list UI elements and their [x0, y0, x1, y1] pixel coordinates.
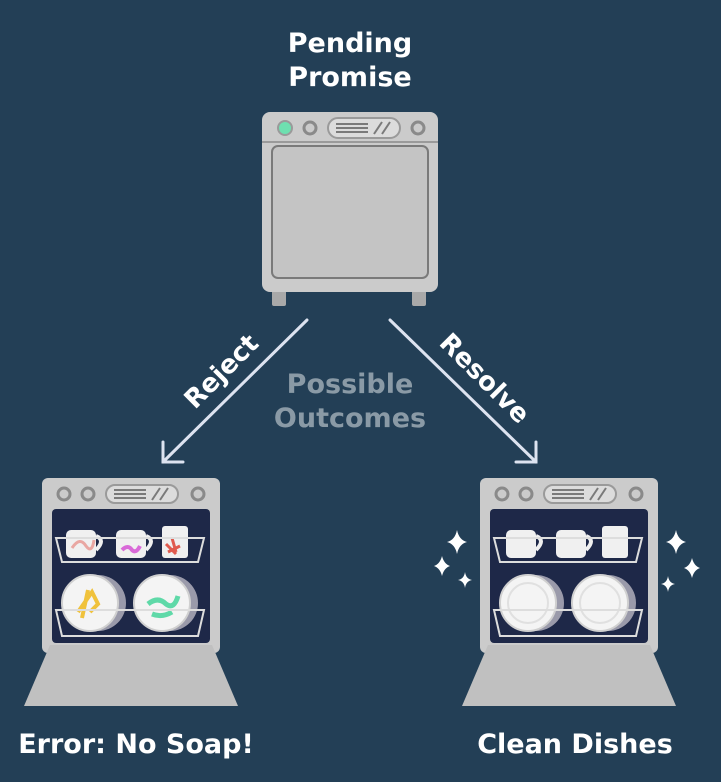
reject-arrow [161, 318, 309, 464]
error-caption: Error: No Soap! [18, 729, 254, 760]
resolve-arrow [388, 318, 538, 464]
sparkle-icon [434, 530, 700, 592]
indicator-light [277, 120, 293, 136]
pending-promise-label: Pending Promise [287, 28, 413, 93]
dishwasher-dirty-icon [24, 478, 238, 706]
dishwasher-closed-icon [262, 112, 438, 306]
possible-outcomes-label: Possible Outcomes [273, 369, 427, 434]
dishwasher-clean-icon [462, 478, 676, 706]
clean-dishes-caption: Clean Dishes [477, 729, 673, 760]
